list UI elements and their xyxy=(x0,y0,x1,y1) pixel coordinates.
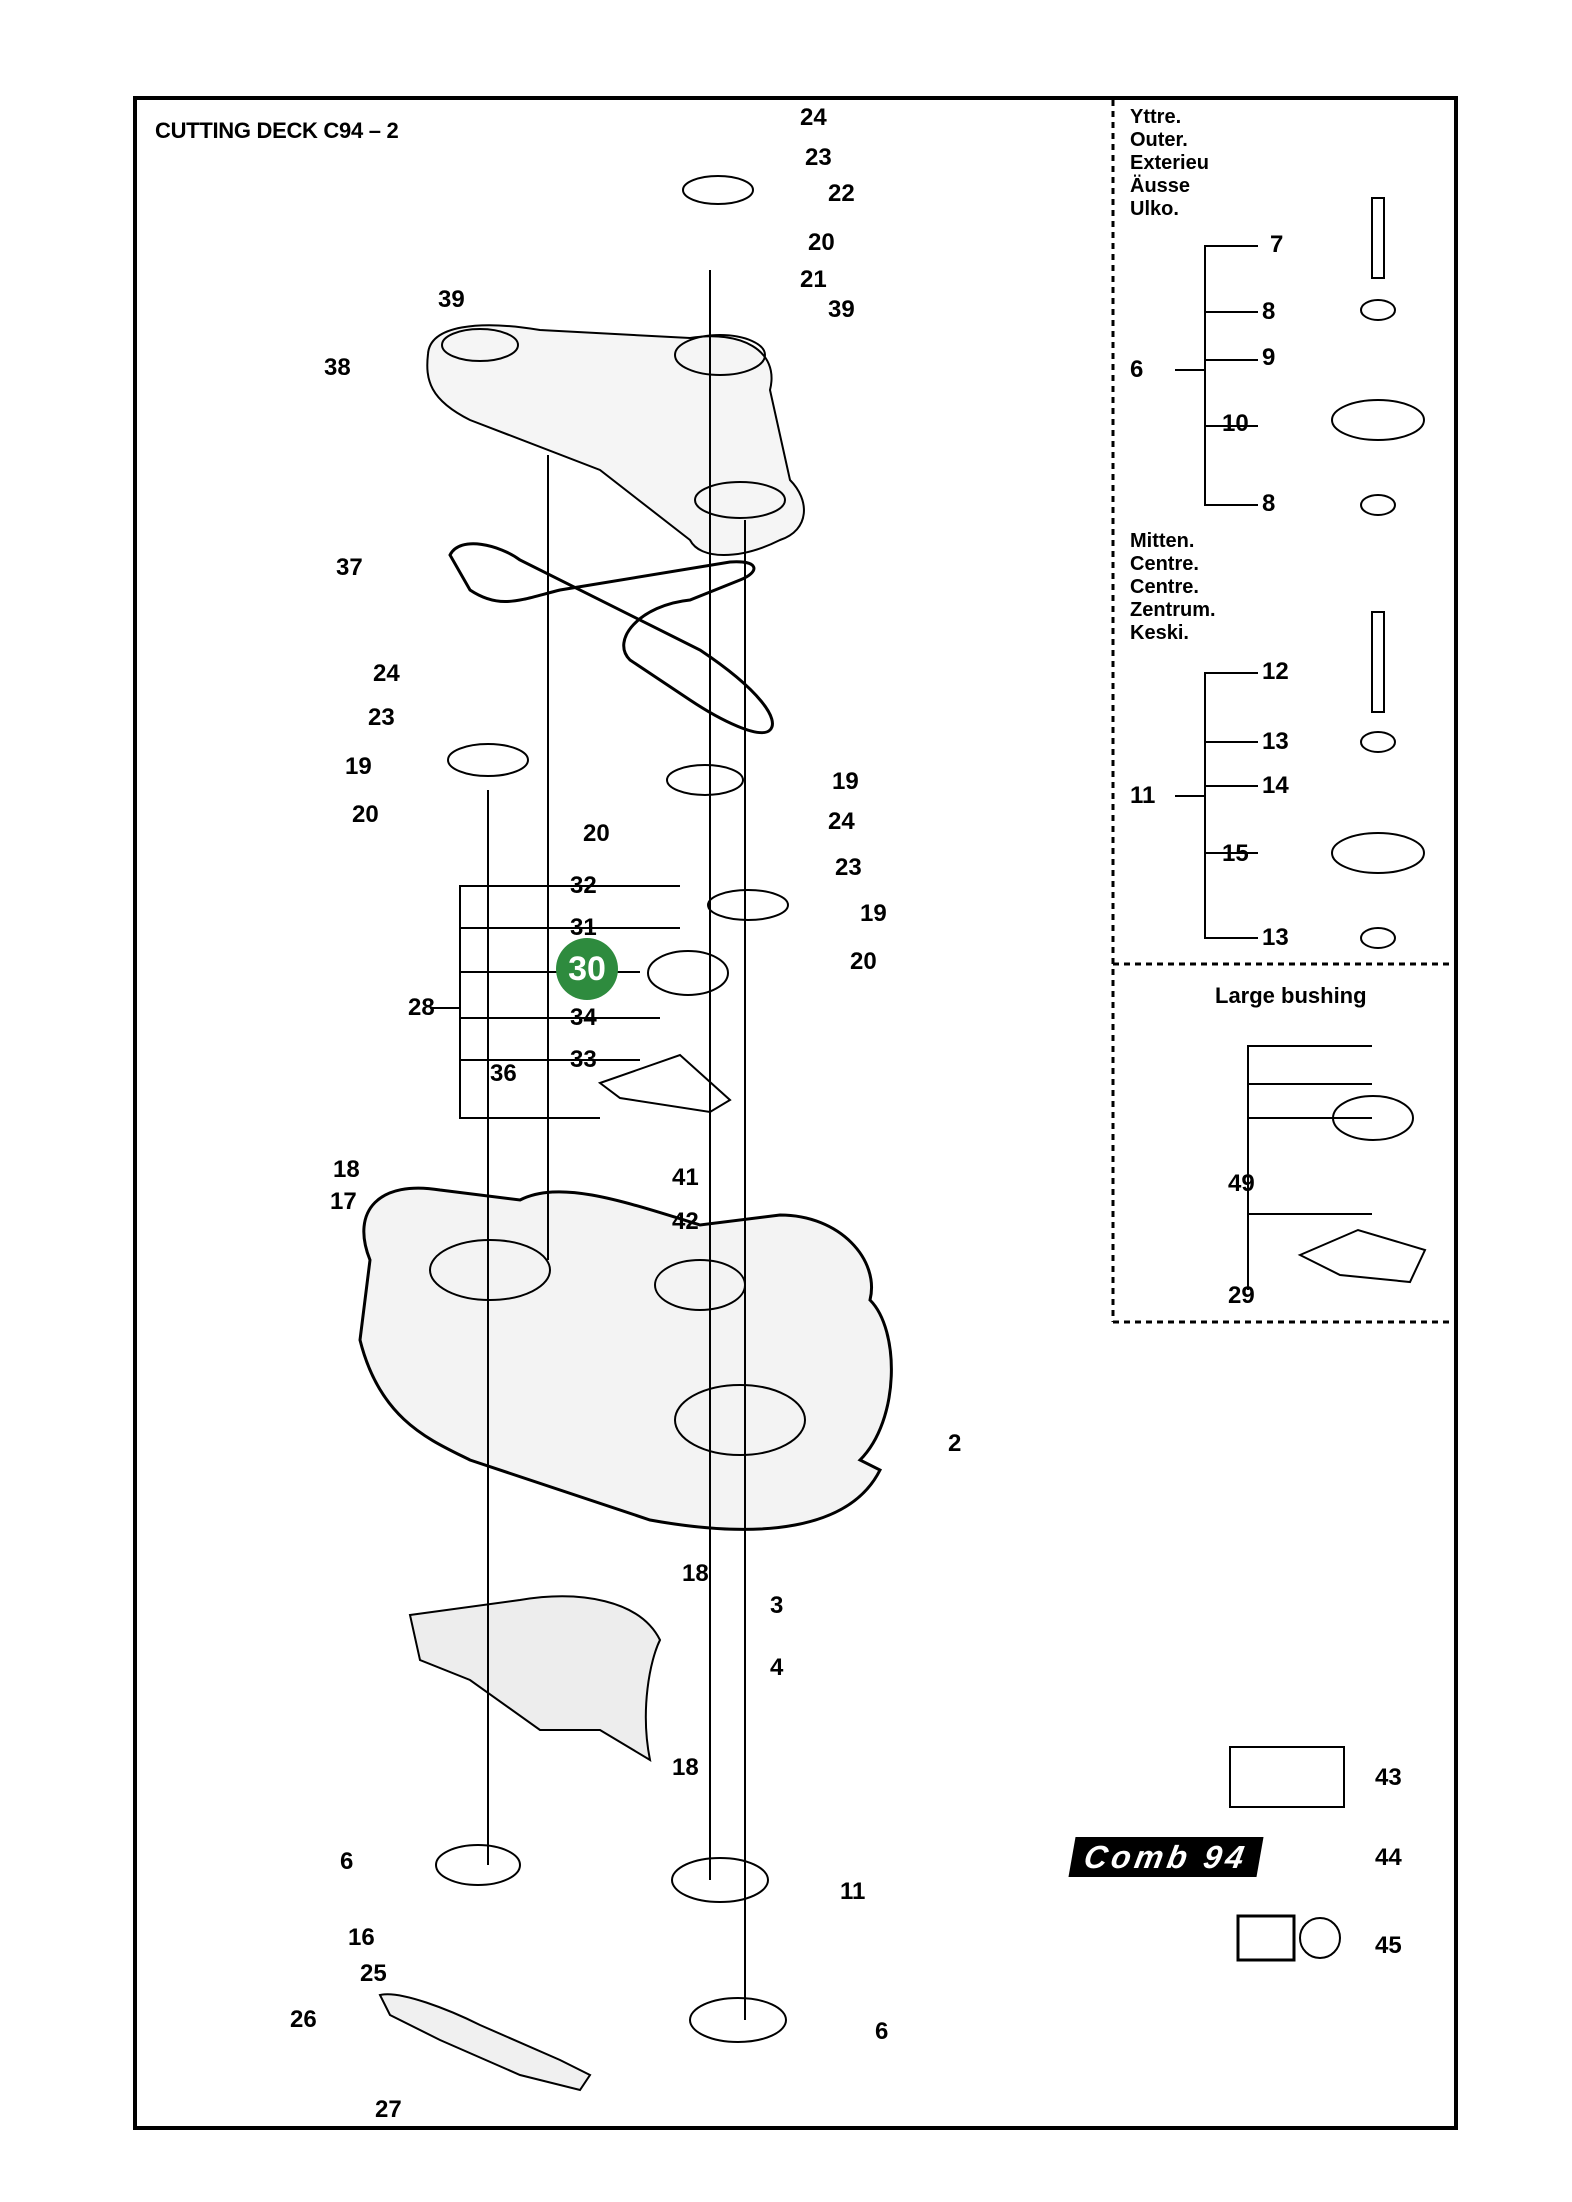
callout-24[interactable]: 24 xyxy=(800,104,827,131)
callout-36[interactable]: 36 xyxy=(490,1060,517,1087)
highlight-badge-30[interactable]: 30 xyxy=(556,938,618,1000)
callout-18b[interactable]: 18 xyxy=(682,1560,709,1587)
callout-13[interactable]: 13 xyxy=(1262,728,1289,755)
decal-44-comb94: Comb 94 xyxy=(1068,1837,1264,1877)
callout-39[interactable]: 39 xyxy=(438,286,465,313)
callout-38[interactable]: 38 xyxy=(324,354,351,381)
callout-8[interactable]: 8 xyxy=(1262,298,1276,325)
callout-23[interactable]: 23 xyxy=(805,144,832,171)
callout-24b[interactable]: 24 xyxy=(373,660,400,687)
callout-20b[interactable]: 20 xyxy=(352,801,379,828)
callout-49[interactable]: 49 xyxy=(1228,1170,1255,1197)
callout-43[interactable]: 43 xyxy=(1375,1764,1402,1791)
callout-11[interactable]: 11 xyxy=(840,1878,866,1905)
blade-26 xyxy=(378,1993,592,2092)
callout-44[interactable]: 44 xyxy=(1375,1844,1402,1871)
spindle-11 xyxy=(671,1857,769,1903)
callout-11b[interactable]: 11 xyxy=(1130,782,1156,809)
callout-6b[interactable]: 6 xyxy=(875,2018,889,2045)
drive-belt-37 xyxy=(448,542,774,735)
page-title: CUTTING DECK C94 – 2 xyxy=(155,118,399,143)
callout-39b[interactable]: 39 xyxy=(828,296,855,323)
callout-18c[interactable]: 18 xyxy=(672,1754,699,1781)
callout-28[interactable]: 28 xyxy=(408,994,435,1021)
callout-25[interactable]: 25 xyxy=(360,1960,387,1987)
callout-41[interactable]: 41 xyxy=(672,1164,699,1191)
callout-31[interactable]: 31 xyxy=(570,914,597,941)
callout-16[interactable]: 16 xyxy=(348,1924,375,1951)
spindle-6-left xyxy=(435,1844,521,1886)
callout-21[interactable]: 21 xyxy=(800,266,827,293)
decal-43 xyxy=(1229,1746,1345,1808)
callout-32[interactable]: 32 xyxy=(570,872,597,899)
callout-14[interactable]: 14 xyxy=(1262,772,1289,799)
spindle-6-right xyxy=(689,1997,787,2043)
inset-centre-label: Mitten. Centre. Centre. Zentrum. Keski. xyxy=(1130,530,1216,644)
callout-7[interactable]: 7 xyxy=(1270,231,1284,258)
inset-outer-label: Yttre. Outer. Exterieu Äusse Ulko. xyxy=(1130,106,1209,220)
callout-37[interactable]: 37 xyxy=(336,554,363,581)
callout-15[interactable]: 15 xyxy=(1222,840,1249,867)
callout-20c[interactable]: 20 xyxy=(583,820,610,847)
callout-26[interactable]: 26 xyxy=(290,2006,317,2033)
callout-6c[interactable]: 6 xyxy=(1130,356,1144,383)
callout-3[interactable]: 3 xyxy=(770,1592,784,1619)
callout-33[interactable]: 33 xyxy=(570,1046,597,1073)
callout-42[interactable]: 42 xyxy=(672,1208,699,1235)
callout-13b[interactable]: 13 xyxy=(1262,924,1289,951)
large-bushing-label: Large bushing xyxy=(1215,983,1367,1008)
cutting-deck-2 xyxy=(358,1186,893,1531)
belt-guard-38 xyxy=(426,324,805,556)
callout-23b[interactable]: 23 xyxy=(368,704,395,731)
decal-45 xyxy=(1236,1914,1296,1962)
callout-8b[interactable]: 8 xyxy=(1262,490,1276,517)
callout-4[interactable]: 4 xyxy=(770,1654,784,1681)
callout-10[interactable]: 10 xyxy=(1222,410,1249,437)
callout-6[interactable]: 6 xyxy=(340,1848,354,1875)
callout-45[interactable]: 45 xyxy=(1375,1932,1402,1959)
callout-19[interactable]: 19 xyxy=(345,753,372,780)
drawing-frame xyxy=(133,96,1458,2130)
callout-19b[interactable]: 19 xyxy=(832,768,859,795)
callout-20[interactable]: 20 xyxy=(808,229,835,256)
callout-22[interactable]: 22 xyxy=(828,180,855,207)
callout-29[interactable]: 29 xyxy=(1228,1282,1255,1309)
deck-plate-4 xyxy=(408,1595,662,1763)
callout-19c[interactable]: 19 xyxy=(860,900,887,927)
callout-27[interactable]: 27 xyxy=(375,2096,402,2123)
callout-24c[interactable]: 24 xyxy=(828,808,855,835)
callout-9[interactable]: 9 xyxy=(1262,344,1276,371)
callout-17[interactable]: 17 xyxy=(330,1188,357,1215)
callout-18[interactable]: 18 xyxy=(333,1156,360,1183)
callout-12[interactable]: 12 xyxy=(1262,658,1289,685)
callout-20d[interactable]: 20 xyxy=(850,948,877,975)
callout-2[interactable]: 2 xyxy=(948,1430,962,1457)
callout-23c[interactable]: 23 xyxy=(835,854,862,881)
callout-34[interactable]: 34 xyxy=(570,1004,597,1031)
